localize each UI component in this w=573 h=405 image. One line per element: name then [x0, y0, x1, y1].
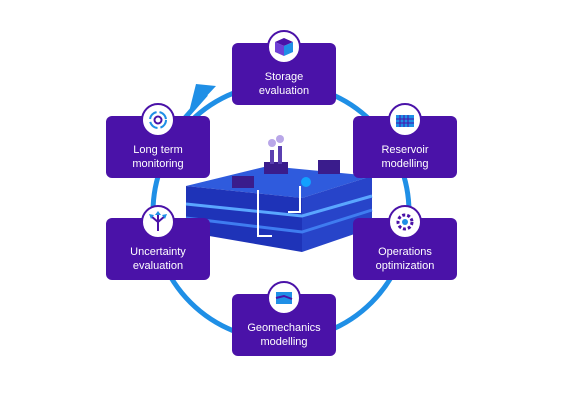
stratum-line-1	[185, 194, 373, 218]
node-label-line-2: modelling	[381, 158, 429, 170]
well-path-2	[288, 186, 301, 213]
node-operations-optimization[interactable]: Operations optimization	[353, 205, 457, 280]
facility-stack-1	[270, 150, 274, 164]
facility-stack-2	[278, 146, 282, 164]
node-label-line-2: evaluation	[258, 85, 310, 97]
node-label-line-1: Operations	[378, 246, 432, 258]
geomechanics-block-icon	[267, 281, 301, 315]
smoke-puff-2	[276, 135, 284, 143]
well-path-1	[257, 190, 272, 237]
node-label-line-1: Long term	[133, 144, 183, 156]
node-label-line-1: Storage	[264, 71, 304, 83]
node-label-line-2: evaluation	[132, 260, 184, 272]
smoke-puff-1	[268, 139, 276, 147]
reservoir-grid-icon	[388, 103, 422, 137]
node-uncertainty-evaluation[interactable]: Uncertainty evaluation	[106, 205, 210, 280]
branching-arrows-icon	[141, 205, 175, 239]
node-storage-evaluation[interactable]: Storage evaluation	[232, 30, 336, 105]
node-long-term-monitoring[interactable]: Long term monitoring	[106, 103, 210, 178]
wellhead	[301, 177, 311, 187]
node-reservoir-modelling[interactable]: Reservoir modelling	[353, 103, 457, 178]
storage-cube-icon	[267, 30, 301, 64]
cycle-gear-icon	[141, 103, 175, 137]
facility-building-1	[232, 176, 254, 188]
node-label-line-2: optimization	[375, 260, 435, 272]
gear-icon	[388, 205, 422, 239]
node-label-line-2: monitoring	[132, 158, 184, 170]
node-label-line-2: modelling	[260, 336, 308, 348]
node-label-line-1: Geomechanics	[247, 322, 321, 334]
reservoir-block-illustration	[185, 135, 373, 252]
node-geomechanics-modelling[interactable]: Geomechanics modelling	[232, 281, 336, 356]
node-label-line-1: Uncertainty	[130, 246, 186, 258]
facility-building-2	[264, 162, 288, 174]
facility-building-3	[318, 160, 340, 174]
ground-left-face	[186, 186, 302, 252]
node-label-line-1: Reservoir	[381, 144, 429, 156]
stratum-line-2	[185, 208, 373, 234]
